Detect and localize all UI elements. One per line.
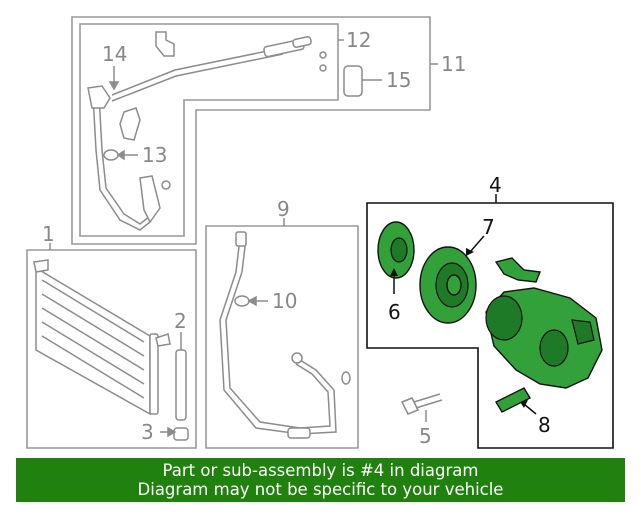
callout-12[interactable]: 12 (346, 28, 371, 52)
condenser-fitting (155, 333, 171, 347)
drier-cartridge (175, 349, 187, 421)
hose-end-cap (292, 36, 312, 48)
callout-4[interactable]: 4 (489, 173, 502, 197)
liquid-line-tube (219, 237, 337, 435)
compressor-rear (539, 329, 569, 367)
group-9-liquid-line[interactable] (205, 225, 359, 449)
callout-6[interactable]: 6 (388, 300, 401, 324)
parts-diagram: 11 12 15 14 13 1 2 3 9 10 (26, 16, 614, 449)
callout-1[interactable]: 1 (42, 222, 55, 246)
group-9-outline (205, 225, 359, 449)
condenser-fins (41, 279, 145, 399)
oring-b (319, 64, 327, 72)
bolt-head (400, 397, 420, 415)
hose-fitting-left (87, 85, 111, 109)
callout-8[interactable]: 8 (538, 413, 551, 437)
suction-hose (92, 94, 151, 231)
clutch-coil-bracket (494, 257, 541, 283)
leader-8 (523, 403, 537, 415)
group-11-hose-assembly[interactable] (71, 16, 431, 245)
oring-10 (234, 295, 250, 307)
bolt-shank (413, 393, 443, 409)
banner-line-1: Part or sub-assembly is #4 in diagram (162, 461, 479, 480)
callout-13[interactable]: 13 (142, 143, 167, 167)
callout-15[interactable]: 15 (386, 68, 411, 92)
oring-lower (161, 180, 171, 190)
callout-7[interactable]: 7 (482, 215, 495, 239)
group-4-compressor[interactable] (366, 202, 614, 449)
leader-6-arrow (390, 268, 398, 276)
leader-13-arrow (116, 149, 125, 161)
compressor-mount (571, 319, 595, 345)
callout-9[interactable]: 9 (277, 197, 290, 221)
receiver-drier (343, 65, 363, 97)
compressor-front (485, 295, 523, 341)
liquid-line-top-fitting (235, 231, 247, 247)
leader-10-arrow (247, 295, 257, 307)
liquid-line-sleeve (287, 427, 311, 439)
callout-3[interactable]: 3 (141, 420, 154, 444)
clutch-hub-center (390, 237, 408, 263)
group-11-outline (71, 16, 431, 245)
lower-fitting (139, 175, 161, 224)
callout-11[interactable]: 11 (441, 52, 466, 76)
leader-3-arrow (167, 426, 177, 438)
leader-7 (469, 235, 485, 253)
oring-liquid (341, 371, 351, 385)
leader-7-arrow (466, 248, 474, 256)
callout-2[interactable]: 2 (174, 309, 187, 333)
pulley-bore (446, 274, 462, 296)
highlight-banner: Part or sub-assembly is #4 in diagram Di… (16, 458, 625, 502)
group-1-outline (26, 249, 197, 449)
oring-13 (103, 149, 119, 161)
group-4-outline (366, 202, 614, 449)
banner-line-2: Diagram may not be specific to your vehi… (137, 480, 504, 499)
bracket-middle (119, 107, 141, 141)
group-1-condenser[interactable] (26, 249, 197, 449)
leader-8-arrow (520, 400, 528, 408)
liquid-line-end (291, 352, 303, 364)
part-5-bolt[interactable] (400, 393, 443, 415)
condenser-top-bracket (33, 259, 49, 273)
discharge-hose (111, 47, 284, 102)
leader-14-arrow (108, 81, 120, 91)
group-12-inner-outline (79, 23, 339, 237)
callout-14[interactable]: 14 (102, 42, 127, 66)
oring-a (319, 51, 327, 59)
callout-5[interactable]: 5 (419, 424, 432, 448)
condenser-side-tank (149, 333, 159, 415)
plug (173, 427, 189, 441)
callout-10[interactable]: 10 (272, 289, 297, 313)
bracket-top (155, 31, 175, 57)
control-valve (495, 387, 531, 413)
